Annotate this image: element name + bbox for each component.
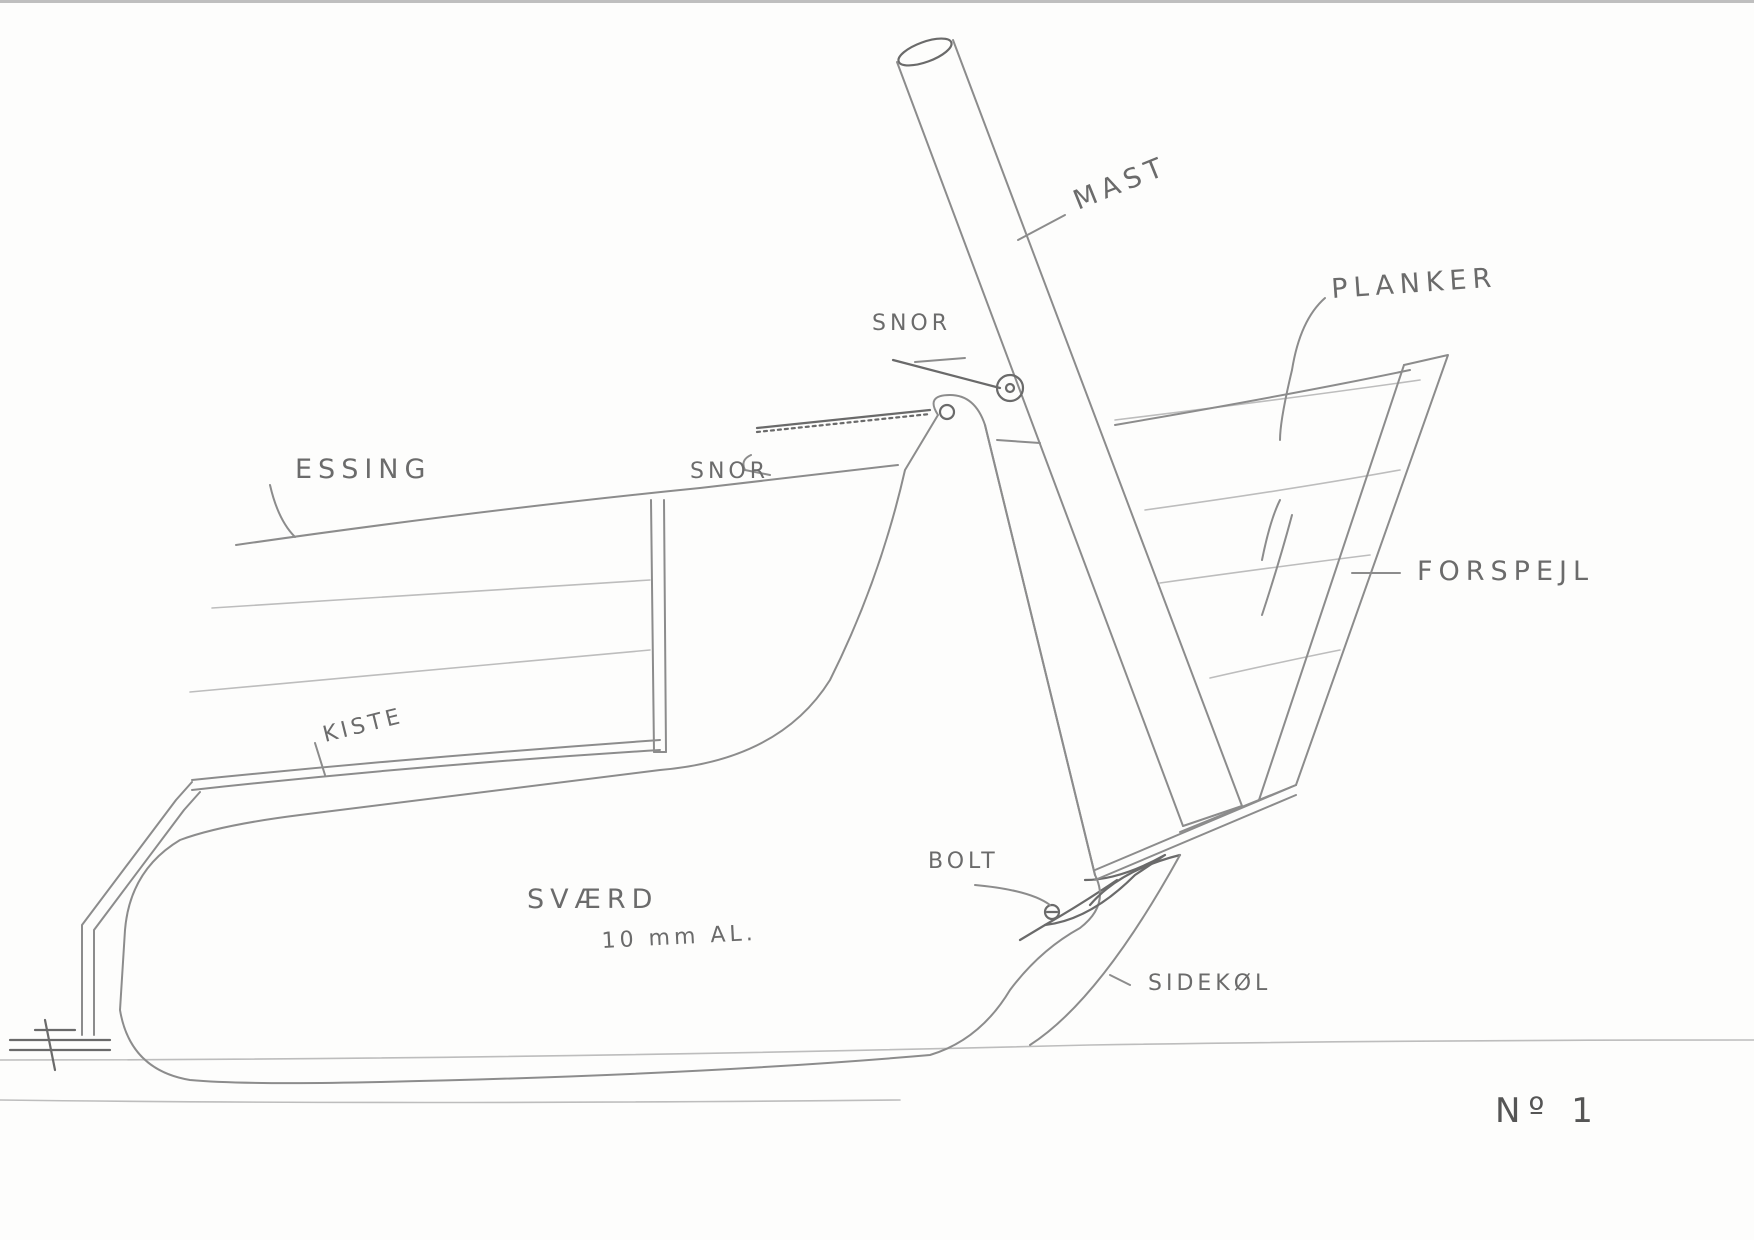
label-planker: PLANKER xyxy=(1330,262,1498,305)
label-svaerd-material: 10 mm AL. xyxy=(601,921,757,954)
mast xyxy=(896,37,1243,827)
label-snor-mid: SNOR xyxy=(690,459,769,484)
label-svaerd: SVÆRD xyxy=(527,884,658,915)
kiste xyxy=(191,499,667,791)
snor-cords xyxy=(755,358,1025,434)
label-sidekol: SIDEKØL xyxy=(1148,971,1271,996)
label-sheet-number: Nº 1 xyxy=(1495,1091,1601,1131)
essing-line xyxy=(235,369,1411,546)
sidekol xyxy=(1029,784,1297,1046)
label-forspejl: FORSPEJL xyxy=(1417,556,1594,587)
forspejl xyxy=(1179,354,1449,833)
label-essing: ESSING xyxy=(295,454,431,485)
hull-guidelines xyxy=(0,379,1754,1104)
hull-strut xyxy=(984,424,1096,876)
label-snor-top: SNOR xyxy=(872,311,951,336)
stern-keel xyxy=(8,781,201,1072)
svaerd xyxy=(119,394,1182,1085)
scan-edge xyxy=(0,0,1754,3)
bolt xyxy=(1043,903,1061,921)
label-kiste: KISTE xyxy=(320,704,406,748)
label-mast: MAST xyxy=(1069,151,1173,217)
label-bolt: BOLT xyxy=(928,849,999,874)
leader-lines xyxy=(269,214,1401,986)
